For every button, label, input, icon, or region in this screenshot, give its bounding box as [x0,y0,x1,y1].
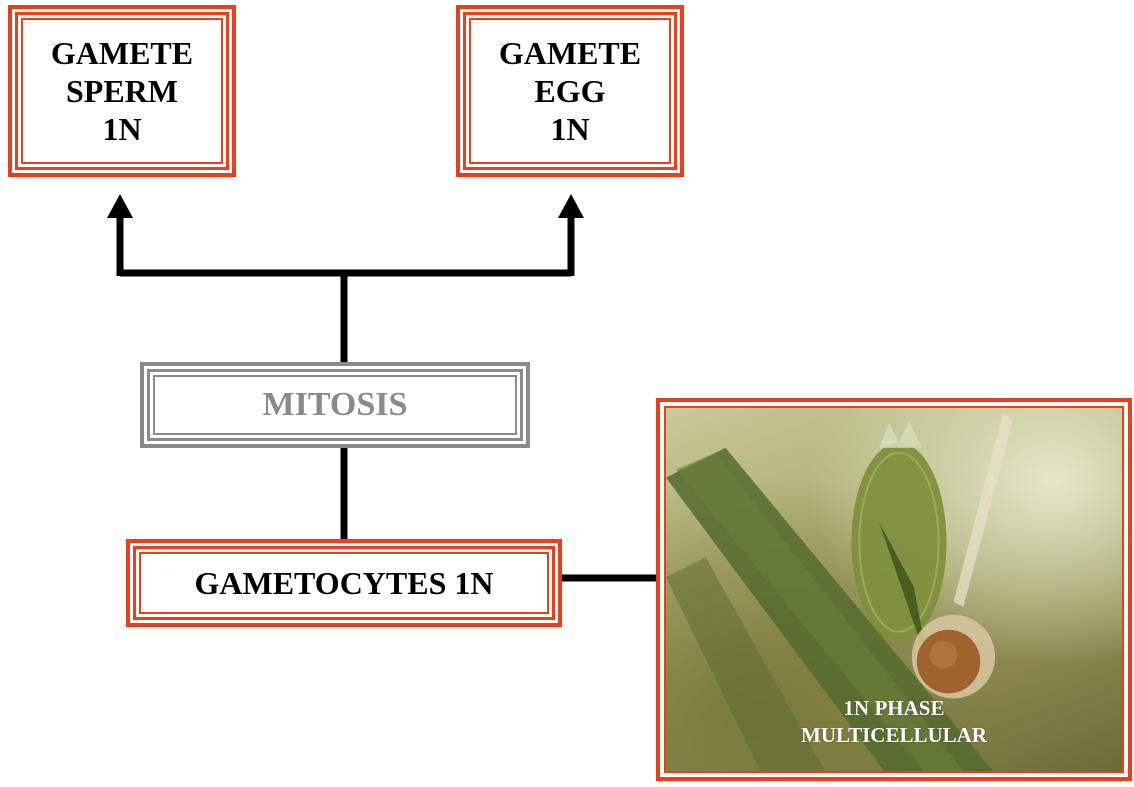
gametocytes-label: GAMETOCYTES 1N [194,565,494,601]
gamete-egg-line-1: GAMETE [498,35,642,71]
gamete-sperm-line-3: 1N [102,111,142,147]
gamete-sperm-box: GAMETE SPERM 1N [8,5,236,177]
gamete-sperm-label: GAMETE SPERM 1N [51,34,193,148]
mitosis-label: MITOSIS [262,386,408,423]
gamete-egg-box: GAMETE EGG 1N [456,5,684,177]
arrowhead-egg-icon [558,194,584,218]
photo-caption-line-2: MULTICELLULAR [801,723,987,747]
photo-caption-line-1: 1N PHASE [843,696,945,720]
micrograph-image: 1N PHASE MULTICELLULAR [664,406,1124,773]
photo-caption: 1N PHASE MULTICELLULAR [666,695,1122,749]
gamete-egg-label: GAMETE EGG 1N [499,34,641,148]
photo-frame: 1N PHASE MULTICELLULAR [656,398,1132,781]
gametocytes-box: GAMETOCYTES 1N [126,539,562,627]
gamete-sperm-line-1: GAMETE [50,35,194,71]
micrograph-drawing [666,412,1013,771]
mitosis-box: MITOSIS [140,362,530,448]
gamete-egg-line-3: 1N [550,111,590,147]
gamete-sperm-line-2: SPERM [65,73,178,109]
gamete-egg-line-2: EGG [534,73,606,109]
arrowhead-sperm-icon [107,194,133,218]
